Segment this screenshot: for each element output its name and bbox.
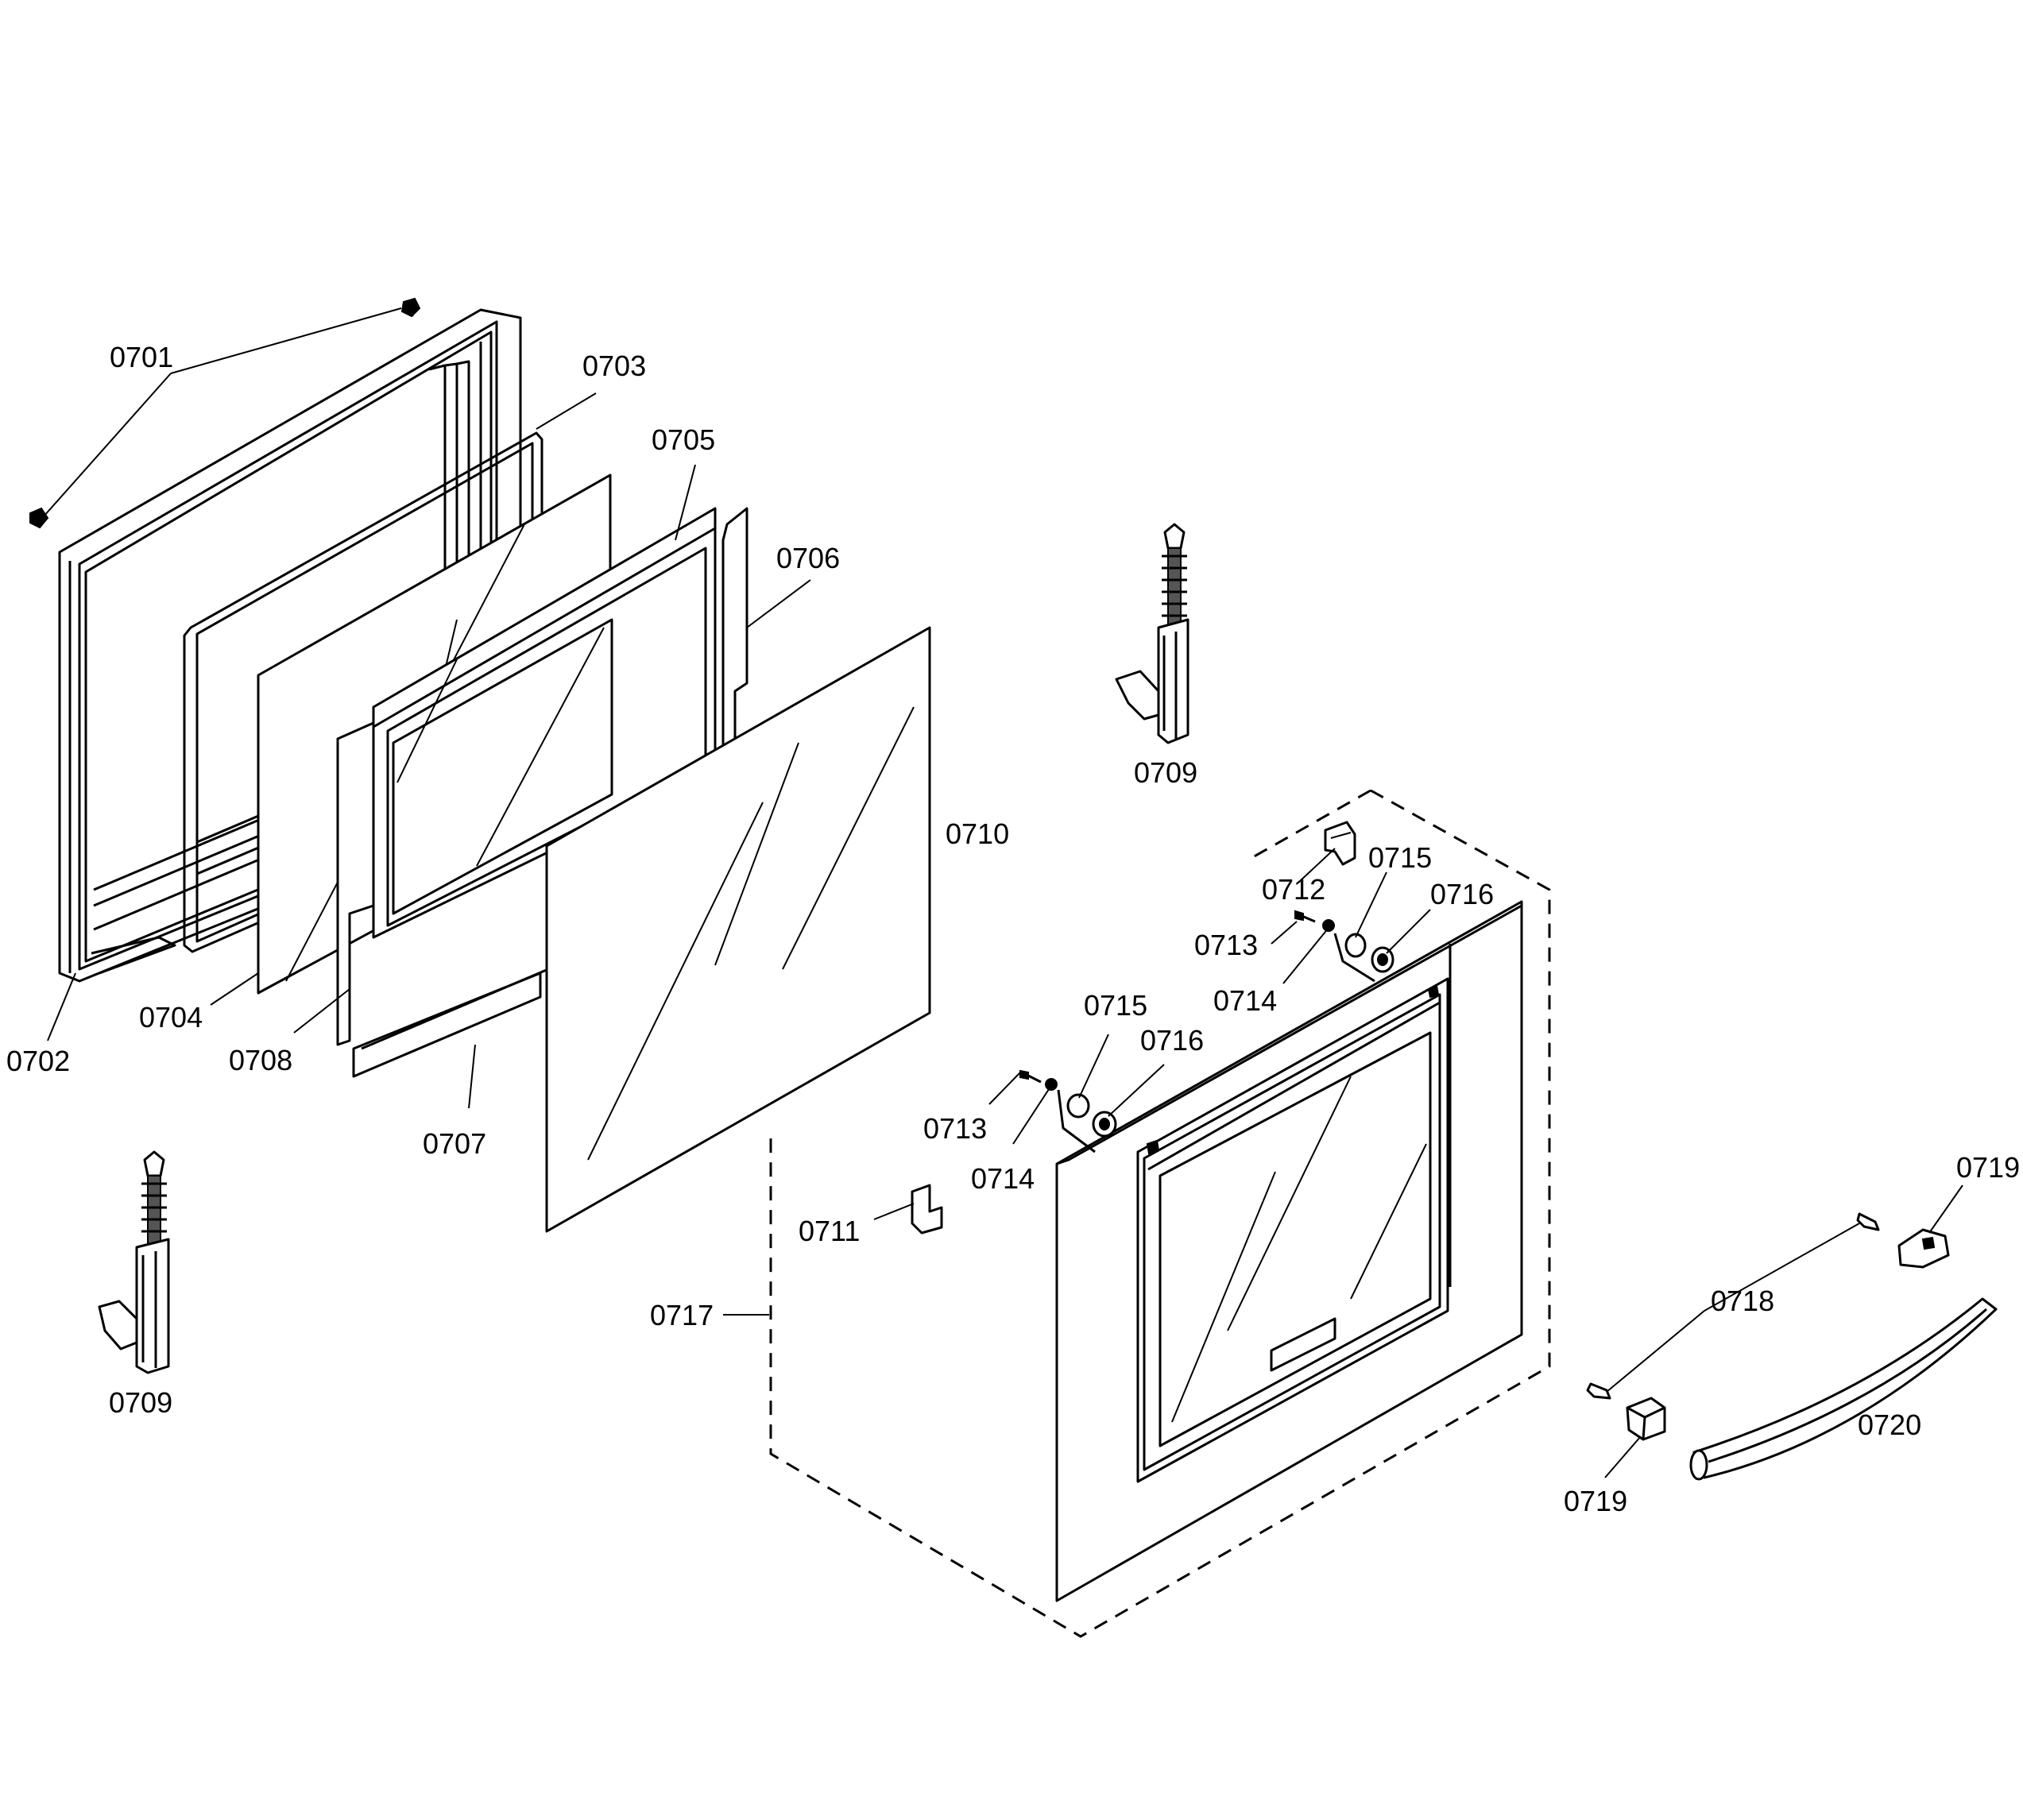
label-0714-upper: 0714 — [1213, 984, 1277, 1017]
end-cap-0719-upper — [1897, 1228, 1950, 1269]
label-0705: 0705 — [652, 423, 715, 456]
end-cap-0719-lower — [1626, 1397, 1666, 1441]
label-0716-lower: 0716 — [1140, 1024, 1204, 1057]
label-0707: 0707 — [423, 1127, 486, 1160]
side-bracket-0708 — [336, 721, 375, 1046]
label-0713-lower: 0713 — [923, 1112, 987, 1145]
nut-0714-lower — [1045, 1078, 1058, 1091]
label-0703: 0703 — [582, 350, 646, 382]
pin-0718-lower — [1586, 1382, 1611, 1400]
label-0719-upper: 0719 — [1956, 1151, 2020, 1184]
label-0717: 0717 — [650, 1299, 714, 1331]
middle-glass-frame-0705 — [372, 507, 717, 939]
handle-bar-0720 — [1689, 1297, 1998, 1481]
outer-door-panel-0717 — [1055, 900, 1523, 1602]
screw-0701-left — [29, 507, 49, 529]
hinge-bracket-0712 — [1324, 821, 1356, 866]
washer-0716-lower — [1092, 1111, 1117, 1138]
label-0715-lower: 0715 — [1084, 989, 1147, 1022]
label-0711: 0711 — [799, 1215, 860, 1247]
outer-glass-0710 — [545, 626, 931, 1233]
label-0709-top: 0709 — [1134, 756, 1197, 789]
label-0718: 0718 — [1711, 1285, 1774, 1317]
label-0706: 0706 — [776, 542, 840, 574]
label-0713-upper: 0713 — [1194, 929, 1258, 961]
side-strip-0706 — [721, 507, 748, 756]
label-0709-bottom: 0709 — [109, 1386, 172, 1419]
screw-0713-upper — [1294, 910, 1316, 923]
label-0715-upper: 0715 — [1368, 841, 1432, 874]
hinge-0709-top — [1115, 523, 1189, 744]
nut-0714-upper — [1322, 919, 1335, 932]
leader-lines — [43, 307, 1963, 1478]
hinge-0709-bottom — [98, 1150, 170, 1374]
label-0701: 0701 — [110, 341, 173, 373]
label-0704: 0704 — [139, 1001, 203, 1034]
label-0710: 0710 — [946, 817, 1009, 850]
label-0712: 0712 — [1262, 873, 1325, 906]
assembly-outline-0717 — [769, 789, 1551, 1638]
screw-0713-lower — [1019, 1069, 1042, 1084]
washer-0715-lower — [1066, 1093, 1090, 1119]
label-0714-lower: 0714 — [971, 1162, 1035, 1195]
washer-0716-upper — [1371, 946, 1394, 973]
label-0708: 0708 — [229, 1044, 292, 1076]
label-0716-upper: 0716 — [1430, 878, 1494, 910]
pin-0718-upper — [1856, 1212, 1880, 1231]
washer-0715-upper — [1344, 933, 1367, 958]
label-0720: 0720 — [1858, 1408, 1921, 1441]
label-0702: 0702 — [6, 1045, 70, 1077]
hinge-bracket-0711 — [911, 1184, 943, 1235]
label-0719-lower: 0719 — [1564, 1485, 1627, 1517]
lower-plate-0707 — [352, 968, 549, 1078]
screw-0701-top — [400, 297, 421, 318]
